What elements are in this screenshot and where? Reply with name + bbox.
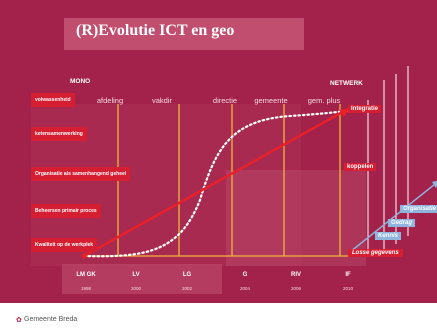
- row-label-ketensamenwerking: ketensamenwerking: [31, 127, 87, 141]
- row-label-organisatie: Organisatie als samenhangend geheel: [31, 167, 131, 181]
- slide: (R)Evolutie ICT en geo MONO NETWERK afde…: [0, 0, 437, 303]
- column-header-vakdir: vakdir: [151, 96, 173, 105]
- blue-arrow: [349, 181, 437, 253]
- row-label-beheersen: Beheersen primair proces: [31, 204, 101, 218]
- s-curve: [82, 108, 354, 258]
- year-2006: 2006: [290, 286, 302, 291]
- era-g: G: [242, 272, 248, 278]
- era-lg: LG: [182, 272, 192, 278]
- footer-logo-text: Gemeente Breda: [24, 316, 78, 323]
- column-header-gemeente: gemeente: [254, 96, 288, 105]
- netwerk-label: NETWERK: [330, 80, 363, 87]
- year-2000: 2000: [130, 286, 142, 291]
- mono-label: MONO: [70, 78, 91, 85]
- slide-title: (R)Evolutie ICT en geo: [76, 22, 235, 39]
- column-header-afdeling: afdeling: [96, 96, 124, 105]
- year-1998: 1998: [80, 286, 92, 291]
- staircase-kennis: Kennis: [375, 232, 402, 240]
- red-arrow-head: [339, 108, 350, 117]
- year-2010: 2010: [342, 286, 354, 291]
- year-2002: 2002: [181, 286, 193, 291]
- column-header-gem-plus: gem. plus: [307, 96, 341, 105]
- koppelen-tag: koppelen: [344, 163, 377, 171]
- red-arrow: [83, 108, 347, 258]
- staircase-organisatie: Organisatie: [400, 205, 437, 213]
- era-lm-gk: LM GK: [76, 272, 96, 278]
- evolution-diagram: [62, 66, 437, 294]
- title-bar: [64, 18, 304, 50]
- era-if: IF: [345, 272, 351, 278]
- era-lv: LV: [132, 272, 140, 278]
- panel-shade-lower: [226, 170, 366, 266]
- staircase-gedrag: Gedrag: [388, 219, 416, 227]
- gemeente-breda-logo-icon: ✿: [16, 317, 22, 324]
- start-marker: [81, 253, 87, 259]
- losse-gegevens-tag: Losse gegevens: [348, 249, 403, 257]
- row-label-volwassenheid: volwassenheid: [31, 93, 75, 107]
- era-riv: RIV: [290, 272, 302, 278]
- row-label-kwaliteit: Kwaliteit op de werkplek: [31, 238, 98, 252]
- timeline-band: [62, 264, 222, 294]
- column-header-directie: directie: [212, 96, 238, 105]
- integratie-tag: Integratie: [348, 105, 382, 113]
- blue-arrow-head: [432, 180, 437, 188]
- year-2004: 2004: [239, 286, 251, 291]
